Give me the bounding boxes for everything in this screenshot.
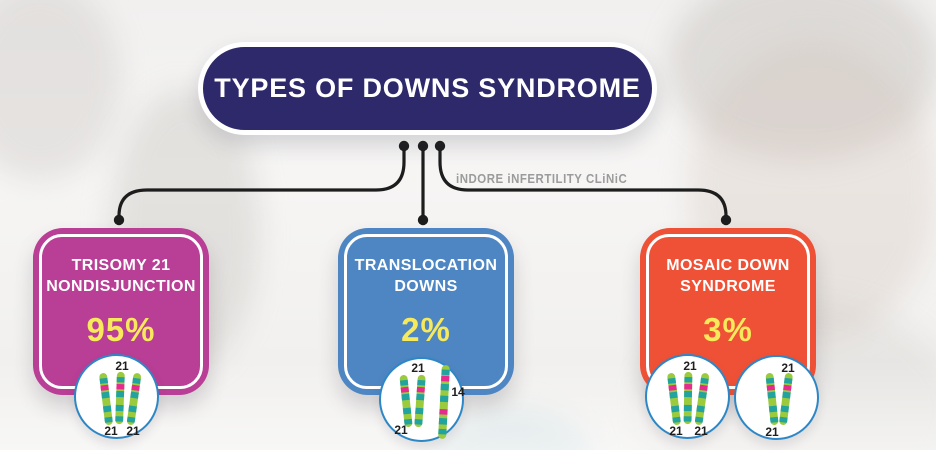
percent-value: 3% [703,311,753,348]
chromosome-label: 21 [694,424,708,438]
chromosome-circle-trisomy: 21 21 21 [74,354,159,439]
chromosome-label: 21 [126,424,140,438]
card-title-line2: SYNDROME [680,278,776,295]
percent-value: 95% [86,311,156,348]
chromosome-label: 21 [104,424,118,438]
percent-value: 2% [401,311,451,348]
card-title: TRANSLOCATION DOWNS [355,255,498,297]
chromosome-label: 14 [451,385,465,399]
chromosome-circle-mosaic-trisomic: 21 21 21 [645,354,730,439]
card-title-line2: DOWNS [394,278,458,295]
chromosome-label: 21 [669,424,683,438]
page-title: TYPES OF DOWNS SYNDROME [214,73,641,103]
chromosome-circle-translocation: 21 14 21 [379,357,465,442]
card-title: TRISOMY 21 NONDISJUNCTION [46,255,196,297]
background-baby-photo [668,0,936,160]
chromosome-14-icon [433,364,455,441]
card-title-line1: TRISOMY 21 [71,257,171,274]
chromosome-circle-mosaic-normal: 21 21 [734,355,819,440]
chromosome-label: 21 [765,425,779,439]
chromosome-label: 21 [394,423,408,437]
chromosome-21-icon [409,373,431,428]
clinic-watermark: iNDORE iNFERTILITY CLiNiC [456,171,628,186]
background-texture [0,0,120,180]
card-title-line1: MOSAIC DOWN [666,257,790,274]
card-title: MOSAIC DOWN SYNDROME [666,255,790,297]
header-pill: TYPES OF DOWNS SYNDROME [198,42,657,135]
card-title-line1: TRANSLOCATION [354,257,498,274]
card-title-line2: NONDISJUNCTION [46,278,196,295]
